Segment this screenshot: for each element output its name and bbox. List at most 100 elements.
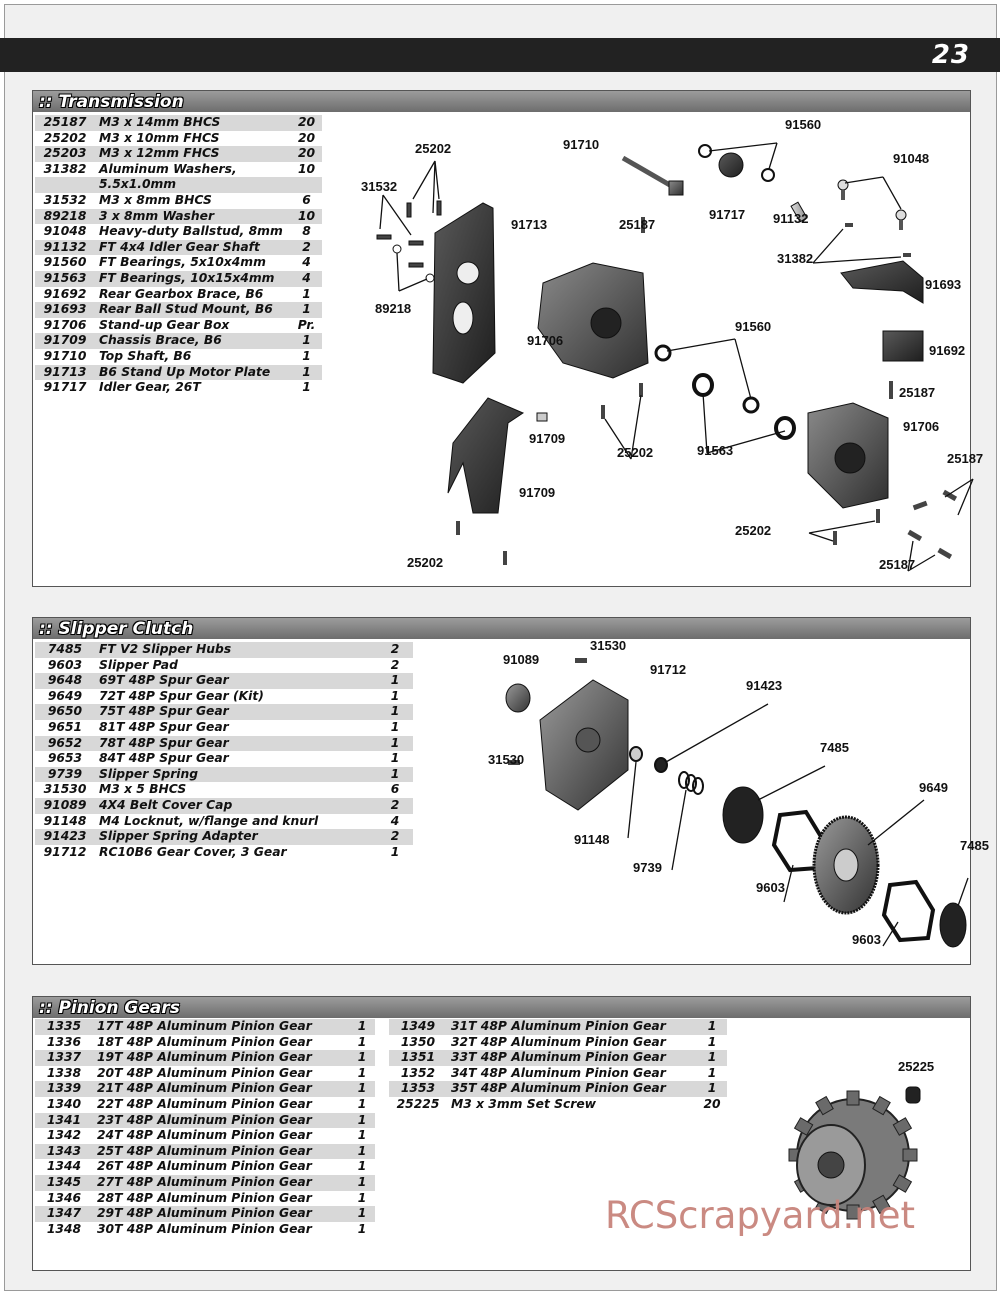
part-description: 21T 48P Aluminum Pinion Gear [93,1081,349,1097]
part-quantity: 1 [377,844,413,861]
part-quantity: 10 [291,208,322,225]
section-header: :: Pinion Gears [33,997,970,1018]
part-description: 69T 48P Spur Gear [95,673,377,689]
part-description: 84T 48P Spur Gear [95,751,377,767]
part-quantity: 2 [291,239,322,256]
part-description: 26T 48P Aluminum Pinion Gear [93,1159,349,1175]
part-quantity: 1 [377,688,413,705]
part-description: 31T 48P Aluminum Pinion Gear [447,1019,697,1035]
part-number: 91712 [35,844,95,861]
callout-91706: 91706 [527,333,563,348]
part-quantity: 20 [291,146,322,162]
part-quantity: 2 [377,642,413,658]
callout-91132: 91132 [773,211,808,226]
callout-31382: 31382 [777,251,813,266]
part-quantity: 1 [291,333,322,349]
motor-plate-part [432,202,496,384]
part-quantity: 1 [349,1159,375,1175]
part-number: 9650 [35,704,95,720]
part-description: Aluminum Washers, [95,161,291,178]
callout-91563: 91563 [697,443,733,458]
part-number: 25225 [389,1096,447,1113]
callout-25202: 25202 [407,555,443,570]
part-description: 35T 48P Aluminum Pinion Gear [447,1081,697,1097]
callout-25187: 25187 [899,385,935,400]
transmission-exploded-diagram: 25202 31532 89218 91713 91710 91560 9171… [361,117,983,572]
callout-7485: 7485 [960,838,989,853]
part-quantity: 1 [697,1081,727,1097]
part-quantity: 2 [377,829,413,845]
part-quantity: 1 [697,1050,727,1066]
part-quantity: 1 [349,1190,375,1207]
part-description: 28T 48P Aluminum Pinion Gear [93,1190,349,1207]
part-number: 91089 [35,797,95,814]
section-title: :: Pinion Gears [39,998,180,1018]
part-quantity: 1 [349,1050,375,1066]
part-number: 1353 [389,1081,447,1097]
part-number: 1343 [35,1143,93,1160]
part-number: 91693 [35,302,95,318]
part-number: 91048 [35,224,95,240]
pinion-gear-part [788,1090,918,1220]
callout-25187: 25187 [947,451,983,466]
part-description: M4 Locknut, w/flange and knurl [95,813,377,830]
part-quantity: 1 [697,1034,727,1051]
part-description: M3 x 5 BHCS [95,782,377,798]
part-number: 9739 [35,766,95,783]
callout-91048: 91048 [893,151,929,166]
part-quantity: 1 [349,1096,375,1113]
part-description: Rear Ball Stud Mount, B6 [95,302,291,318]
part-description: 17T 48P Aluminum Pinion Gear [93,1019,349,1035]
part-description: 34T 48P Aluminum Pinion Gear [447,1065,697,1082]
callout-91560: 91560 [735,319,771,334]
part-quantity: 20 [697,1096,727,1113]
part-description: M3 x 12mm FHCS [95,146,291,162]
callout-9739: 9739 [633,860,662,875]
part-quantity: 1 [349,1081,375,1097]
part-description: Idler Gear, 26T [95,380,291,396]
callout-25202: 25202 [735,523,771,538]
part-number: 1350 [389,1034,447,1051]
callout-91693: 91693 [925,277,961,292]
belt-cover-cap-part [505,683,531,713]
part-number: 1351 [389,1050,447,1066]
part-number: 1340 [35,1096,93,1113]
part-number: 1344 [35,1159,93,1175]
callout-91710: 91710 [563,137,599,152]
part-number: 91692 [35,286,95,303]
part-number: 91706 [35,317,95,334]
callout-31532: 31532 [361,179,397,194]
part-description: M3 x 14mm BHCS [95,115,291,131]
part-description: Slipper Pad [95,657,377,674]
callout-25187: 25187 [619,217,655,232]
part-description: 27T 48P Aluminum Pinion Gear [93,1174,349,1191]
part-number: 91709 [35,333,95,349]
idler-gear-part [718,152,744,178]
section-title: :: Transmission [39,92,184,112]
part-description: 20T 48P Aluminum Pinion Gear [93,1065,349,1082]
callout-91089: 91089 [503,652,539,667]
part-number: 91560 [35,255,95,271]
page-header-band [0,38,1000,72]
part-quantity: 1 [377,719,413,736]
part-description: 18T 48P Aluminum Pinion Gear [93,1034,349,1051]
part-quantity: 1 [349,1065,375,1082]
